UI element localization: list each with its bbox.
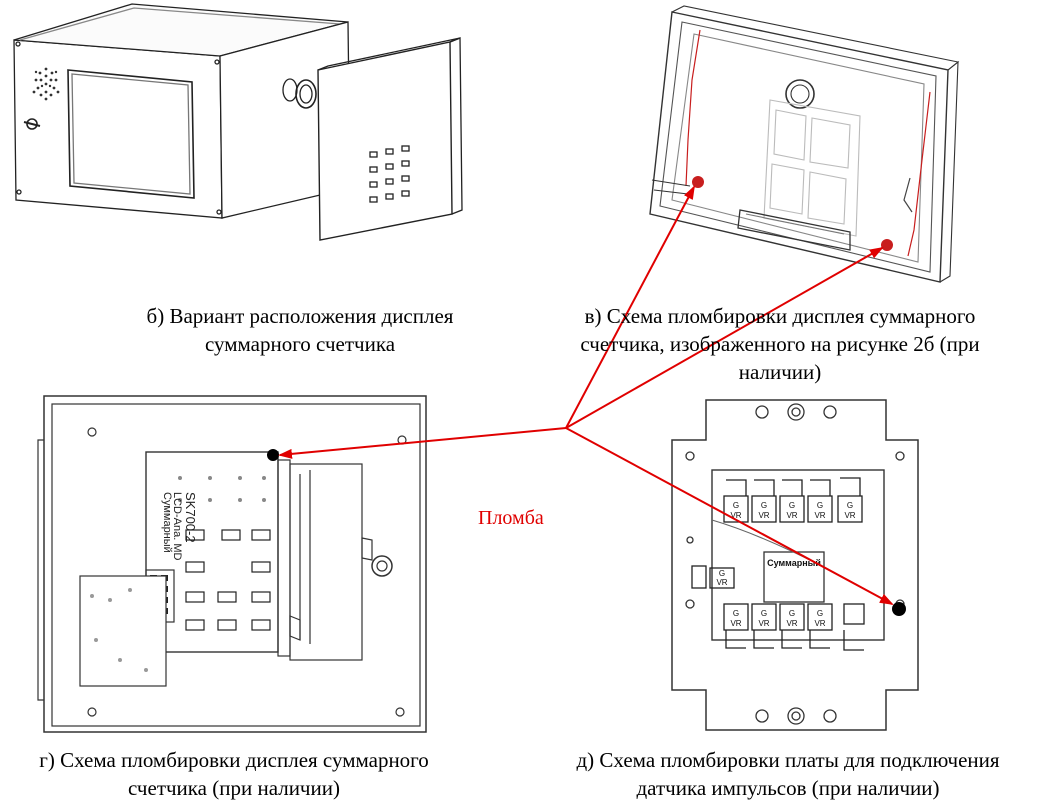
caption-g-line-2: счетчика (при наличии): [128, 776, 340, 800]
relay-g-6: G: [733, 609, 739, 618]
relay-vr-8: VR: [786, 619, 797, 628]
board-name-line-1: Суммарный: [161, 492, 173, 553]
arrow-to-display-left-seal: [565, 185, 695, 429]
display-unit-drawing: [37, 395, 427, 733]
relay-g-5: G: [847, 501, 853, 510]
caption-b-line-1: б) Вариант расположения дисплея: [146, 304, 454, 328]
caption-d-line-1: д) Схема пломбировки платы для подключен…: [576, 748, 1000, 772]
relay-g-4: G: [817, 501, 823, 510]
caption-v: в) Схема пломбировки дисплея суммарного …: [530, 302, 1030, 386]
arrow-to-board-seal: [278, 427, 567, 459]
pulse-board-drawing: [671, 399, 919, 731]
relay-g-9: G: [817, 609, 823, 618]
caption-g-line-1: г) Схема пломбировки дисплея суммарного: [39, 748, 429, 772]
seal-dot-display-left: [692, 176, 704, 188]
relay-g-8: G: [789, 609, 795, 618]
board-name-line-3: SK700-2: [183, 492, 198, 543]
relay-g-side: G: [719, 569, 725, 578]
relay-vr-2: VR: [758, 511, 769, 520]
arrow-to-display-right-seal: [565, 247, 884, 429]
caption-g: г) Схема пломбировки дисплея суммарного …: [0, 746, 474, 802]
relay-g-1: G: [733, 501, 739, 510]
relay-vr-1: VR: [730, 511, 741, 520]
relay-g-7: G: [761, 609, 767, 618]
caption-d: д) Схема пломбировки платы для подключен…: [528, 746, 1037, 802]
caption-v-line-2: счетчика, изображенного на рисунке 2б (п…: [580, 332, 980, 356]
seal-dot-display-right: [881, 239, 893, 251]
relay-vr-9: VR: [814, 619, 825, 628]
relay-vr-7: VR: [758, 619, 769, 628]
relay-g-2: G: [761, 501, 767, 510]
display-rear-drawing: [649, 5, 960, 283]
caption-b-line-2: суммарного счетчика: [204, 332, 396, 356]
caption-d-line-2: датчика импульсов (при наличии): [636, 776, 940, 800]
arrow-to-pulse-board-seal: [565, 427, 894, 605]
seal-arrows: [278, 185, 894, 605]
relay-vr-5: VR: [844, 511, 855, 520]
pulse-board-labels: G VR G VR G VR G VR G VR G VR G VR G VR …: [716, 501, 855, 628]
seal-dot-display-board: [267, 449, 279, 461]
relay-vr-side: VR: [716, 578, 727, 587]
relay-vr-6: VR: [730, 619, 741, 628]
caption-v-line-1: в) Схема пломбировки дисплея суммарного: [584, 304, 976, 328]
relay-vr-3: VR: [786, 511, 797, 520]
display-cabinet-drawing: [13, 3, 463, 241]
pcb-marking: Суммарный: [767, 558, 821, 568]
relay-vr-4: VR: [814, 511, 825, 520]
board-silkscreen-text: Суммарный LCD-Ana. MD SK700-2: [161, 492, 198, 561]
board-name-line-2: LCD-Ana. MD: [171, 492, 183, 561]
relay-g-3: G: [789, 501, 795, 510]
speaker-grille: [32, 67, 60, 101]
seal-dot-pulse-board: [892, 602, 906, 616]
lid-vent-slots: [369, 145, 410, 203]
caption-v-line-3: наличии): [738, 360, 822, 384]
seal-label: Пломба: [478, 507, 544, 529]
caption-b: б) Вариант расположения дисплея суммарно…: [120, 302, 480, 358]
